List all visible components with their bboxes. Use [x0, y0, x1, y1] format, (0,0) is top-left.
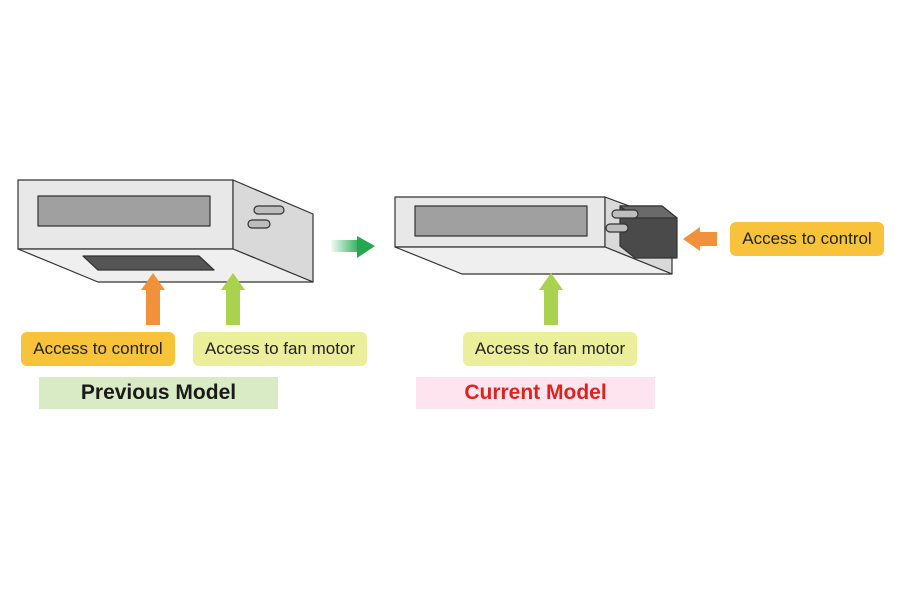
previous-unit-panel — [37, 195, 211, 227]
transition-arrow — [331, 236, 375, 258]
current-model-title: Current Model — [416, 377, 655, 409]
current-unit-bottom — [394, 246, 673, 275]
current-unit — [394, 196, 678, 275]
previous-access-fan-label: Access to fan motor — [193, 332, 367, 366]
current-pipe-ports — [605, 209, 639, 233]
previous-control-arrow — [141, 273, 165, 325]
previous-unit — [17, 179, 314, 283]
previous-control-panel — [82, 255, 215, 271]
current-control-arrow — [683, 227, 717, 251]
current-access-control-label: Access to control — [730, 222, 884, 256]
previous-access-control-label: Access to control — [21, 332, 175, 366]
previous-pipe-ports — [247, 205, 285, 229]
current-unit-panel — [414, 205, 588, 237]
current-fan-arrow — [539, 273, 563, 325]
current-access-fan-label: Access to fan motor — [463, 332, 637, 366]
previous-fan-arrow — [221, 273, 245, 325]
previous-model-title: Previous Model — [39, 377, 278, 409]
